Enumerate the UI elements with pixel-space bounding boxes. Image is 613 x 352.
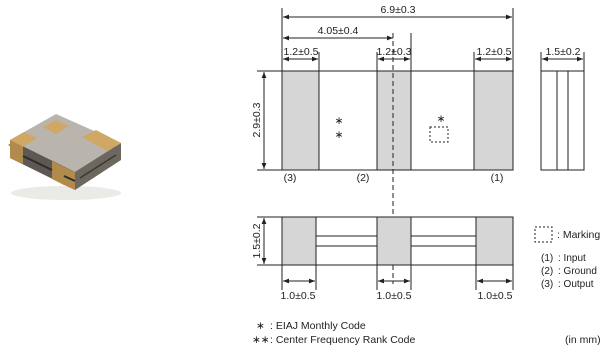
- marking-legend-box: [534, 226, 553, 243]
- dim-thickness: 1.5±0.2: [251, 223, 263, 258]
- dim-center-offset: 4.05±0.4: [318, 25, 359, 37]
- dimension-lines: [261, 14, 512, 169]
- marking-box: [429, 126, 449, 143]
- rank-code-mark-upper: ∗: [335, 115, 344, 127]
- dim-height: 2.9±0.3: [251, 102, 263, 137]
- note-monthly-text: : EIAJ Monthly Code: [270, 320, 366, 332]
- legend-item-ground-id: (2): [541, 266, 553, 277]
- terminal-number-center: (2): [357, 172, 370, 184]
- product-photo: [8, 114, 121, 200]
- top-view: [257, 8, 514, 171]
- legend: : Marking (1) : Input (2) : Ground (3) :…: [534, 226, 600, 290]
- legend-item-input-label: : Input: [558, 253, 586, 264]
- legend-item-output-label: : Output: [558, 279, 594, 290]
- note-rank-text: : Center Frequency Rank Code: [270, 334, 415, 346]
- side-view: [540, 52, 585, 171]
- front-view: [257, 216, 514, 290]
- rank-code-mark-lower: ∗: [335, 129, 344, 141]
- legend-item-input-id: (1): [541, 253, 553, 264]
- monthly-code-mark: ∗: [437, 113, 446, 125]
- legend-item-ground-label: : Ground: [558, 266, 597, 277]
- dim-bottom-right: 1.0±0.5: [478, 290, 513, 302]
- dim-bottom-center: 1.0±0.5: [377, 290, 412, 302]
- terminal-number-right: (1): [491, 172, 504, 184]
- notes: ∗ : EIAJ Monthly Code ∗∗ : Center Freque…: [252, 320, 601, 346]
- note-monthly-symbol: ∗: [256, 320, 265, 332]
- dim-bottom-left: 1.0±0.5: [281, 290, 316, 302]
- dim-electrode-left: 1.2±0.5: [284, 46, 319, 58]
- legend-marking: : Marking: [557, 229, 600, 241]
- dim-electrode-center: 1.2±0.3: [377, 46, 412, 58]
- dim-overall-length: 6.9±0.3: [381, 4, 416, 16]
- dim-electrode-right: 1.2±0.5: [477, 46, 512, 58]
- note-rank-symbol: ∗∗: [252, 334, 270, 346]
- dim-side-width: 1.5±0.2: [546, 46, 581, 58]
- terminal-number-left: (3): [284, 172, 297, 184]
- legend-item-output-id: (3): [541, 279, 553, 290]
- units-note: (in mm): [565, 334, 601, 346]
